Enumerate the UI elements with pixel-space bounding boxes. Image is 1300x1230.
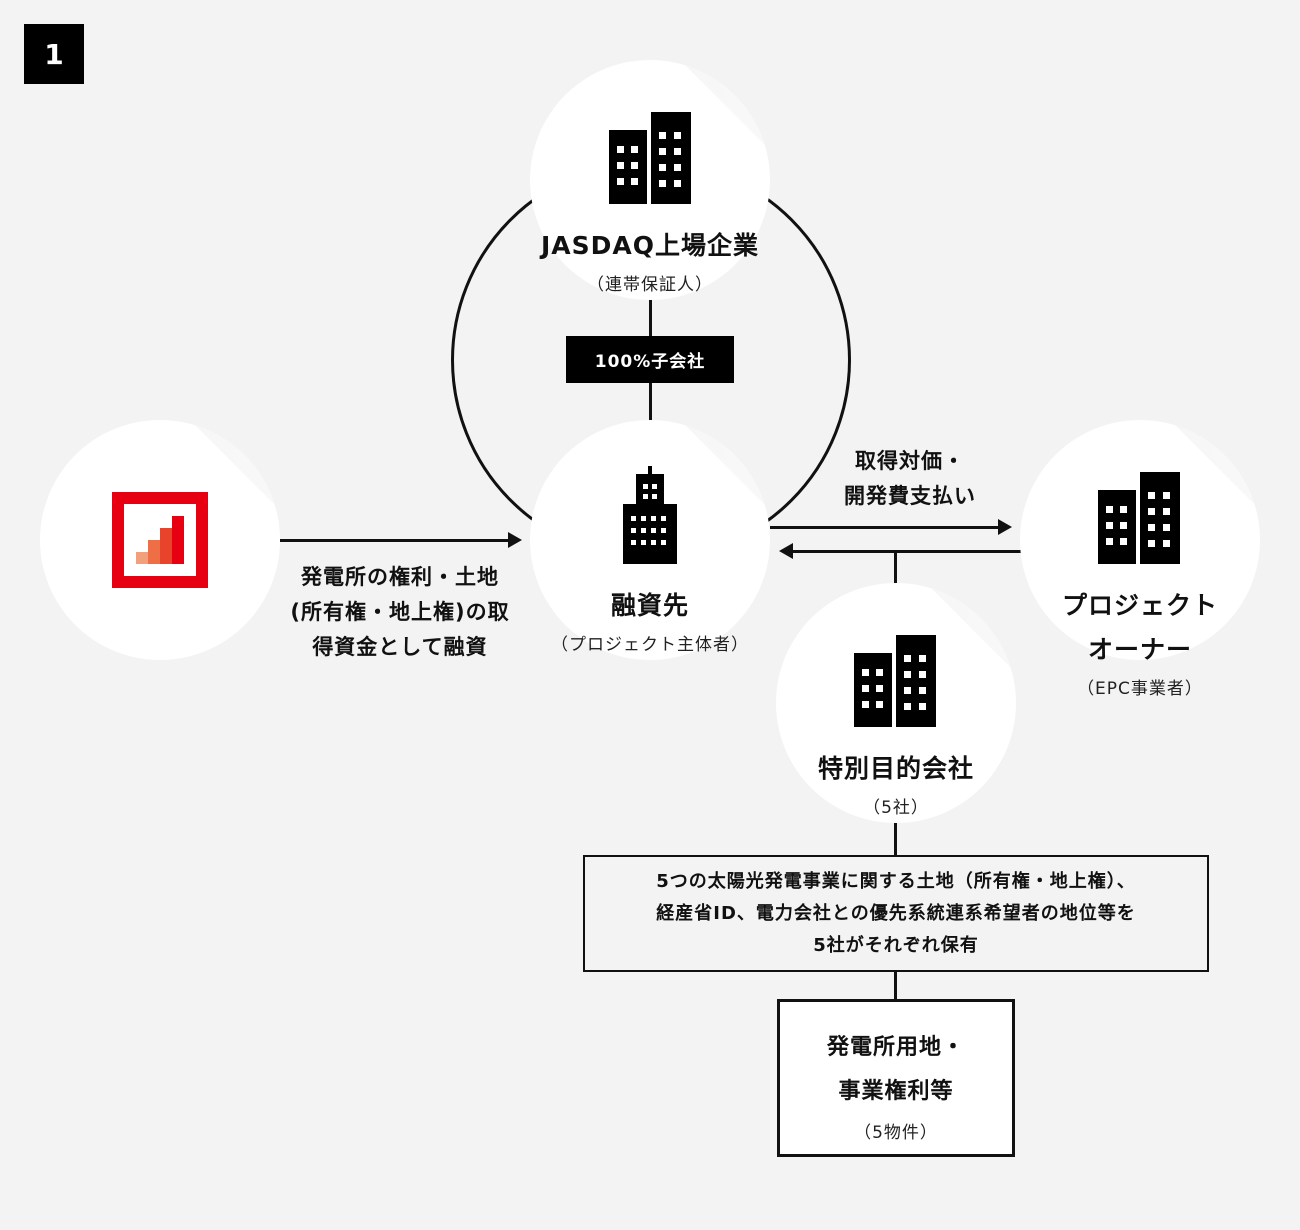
spc-title: 特別目的会社	[817, 754, 974, 783]
borrower-subtitle: （プロジェクト主体者）	[551, 635, 749, 655]
connector-line	[894, 820, 897, 856]
loan-label: 発電所の権利・土地 (所有権・地上権)の取 得資金として融資	[272, 560, 528, 665]
jasdaq-node	[530, 60, 770, 300]
loan-label-line: 得資金として融資	[312, 635, 488, 659]
connector-line	[894, 971, 897, 1001]
spc-node: 特別目的会社 （5社）	[776, 583, 1016, 823]
project-owner-node	[1020, 420, 1260, 660]
loan-label-line: 発電所の権利・土地	[301, 565, 499, 589]
connector-line	[649, 298, 652, 338]
lender-node	[40, 420, 280, 660]
jasdaq-subtitle: （連帯保証人）	[587, 275, 713, 295]
borrower-title: 融資先	[610, 591, 689, 620]
assets-line: 発電所用地・	[826, 1035, 965, 1060]
return-arrow-head	[779, 543, 793, 559]
holdings-line: 経産省ID、電力会社との優先系統連系希望者の地位等を	[656, 902, 1136, 924]
payment-arrow-line	[770, 526, 1000, 529]
owner-title-line: オーナー	[1087, 635, 1192, 664]
loan-arrow-head	[508, 532, 522, 548]
logo-bar-chart-icon	[112, 492, 208, 588]
owner-subtitle: （EPC事業者）	[1077, 679, 1203, 699]
payment-label: 取得対価・ 開発費支払い	[800, 444, 1020, 514]
tower-building-icon	[623, 466, 677, 564]
owner-title: プロジェクト オーナー	[1000, 584, 1280, 672]
jasdaq-title: JASDAQ上場企業	[540, 231, 759, 260]
loan-arrow-line	[280, 539, 510, 542]
payment-label-line: 開発費支払い	[844, 484, 976, 508]
office-buildings-icon	[609, 112, 691, 204]
holdings-line: 5つの太陽光発電事業に関する土地（所有権・地上権）、	[656, 870, 1136, 892]
spc-subtitle: （5社）	[863, 798, 929, 818]
office-buildings-icon	[1098, 472, 1180, 564]
office-buildings-icon	[854, 635, 936, 727]
return-arrow-line	[792, 550, 1022, 553]
holdings-line: 5社がそれぞれ保有	[813, 934, 979, 956]
subsidiary-tag: 100%子会社	[566, 336, 734, 383]
borrower-node	[530, 420, 770, 660]
holdings-box: 5つの太陽光発電事業に関する土地（所有権・地上権）、 経産省ID、電力会社との優…	[583, 855, 1209, 972]
connector-line	[894, 551, 897, 586]
assets-box: 発電所用地・ 事業権利等 （5物件）	[777, 999, 1015, 1157]
assets-line: 事業権利等	[838, 1079, 954, 1104]
loan-label-line: (所有権・地上権)の取	[290, 600, 510, 624]
payment-arrow-head	[998, 519, 1012, 535]
assets-subtitle: （5物件）	[854, 1123, 938, 1143]
payment-label-line: 取得対価・	[855, 449, 965, 473]
connector-line	[649, 383, 652, 423]
figure-number: 1	[24, 24, 84, 84]
owner-title-line: プロジェクト	[1061, 591, 1218, 620]
